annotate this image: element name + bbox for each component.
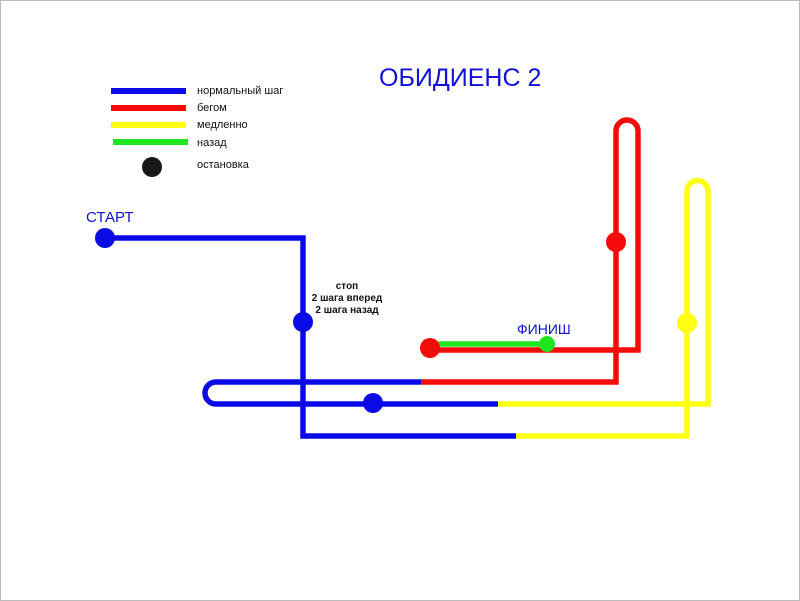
legend-label-slow: медленно: [197, 119, 248, 131]
stop-dot-yellow: [677, 313, 697, 333]
stop-dot-blue-vertical: [293, 312, 313, 332]
stop-dot-finish-green: [539, 336, 555, 352]
legend-label-back: назад: [197, 137, 227, 149]
stop-note: стоп 2 шага вперед 2 шага назад: [307, 281, 387, 317]
finish-label: ФИНИШ: [517, 321, 571, 337]
legend-label-run: бегом: [197, 102, 227, 114]
stop-dot-blue-loop: [363, 393, 383, 413]
stop-note-line-2: 2 шага вперед: [311, 293, 383, 304]
stop-dot-finish-red: [420, 338, 440, 358]
path-normal-2: [202, 379, 498, 407]
path-slow: [498, 177, 711, 439]
start-label: СТАРТ: [86, 209, 134, 226]
legend-label-stop: остановка: [197, 159, 249, 171]
legend-dot-stop: [142, 157, 162, 177]
diagram-title: ОБИДИЕНС 2: [379, 64, 542, 92]
path-normal-1: [105, 235, 516, 439]
stop-dot-red: [606, 232, 626, 252]
legend-label-normal: нормальный шаг: [197, 85, 284, 97]
stop-note-line-1: стоп: [335, 281, 359, 292]
path-run: [421, 117, 641, 385]
stop-dot-start: [95, 228, 115, 248]
stop-note-line-3: 2 шага назад: [315, 305, 379, 316]
